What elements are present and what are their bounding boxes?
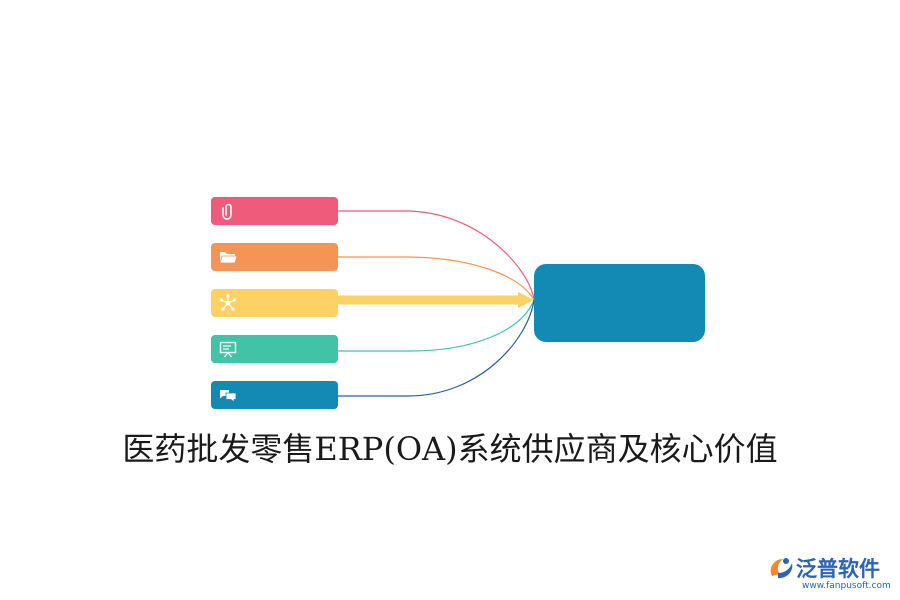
- item-bar-2: [211, 243, 338, 271]
- item-bar-4: [211, 335, 338, 363]
- chat-icon: [220, 390, 237, 403]
- item-bar-3: [211, 289, 338, 317]
- item-bar-1: [211, 197, 338, 225]
- diagram-title: 医药批发零售ERP(OA)系统供应商及核心价值: [122, 430, 778, 468]
- brand-url: www.fanpusoft.com: [802, 581, 891, 591]
- network-icon: [219, 294, 237, 311]
- brand-watermark: 泛普软件 www.fanpusoft.com: [766, 552, 896, 596]
- connector-line-1: [338, 210, 535, 301]
- connector-arrowhead-3: [518, 292, 534, 308]
- paperclip-icon: [222, 203, 232, 220]
- presentation-icon: [219, 341, 237, 358]
- connector-line-5: [338, 299, 535, 397]
- central-target-box: [534, 264, 705, 342]
- item-bar-5: [211, 381, 338, 409]
- brand-name: 泛普软件: [796, 557, 880, 581]
- connector-line-4: [338, 299, 535, 352]
- connector-line-2: [338, 256, 535, 301]
- brand-logo-icon: [770, 558, 793, 579]
- folder-icon: [219, 252, 238, 264]
